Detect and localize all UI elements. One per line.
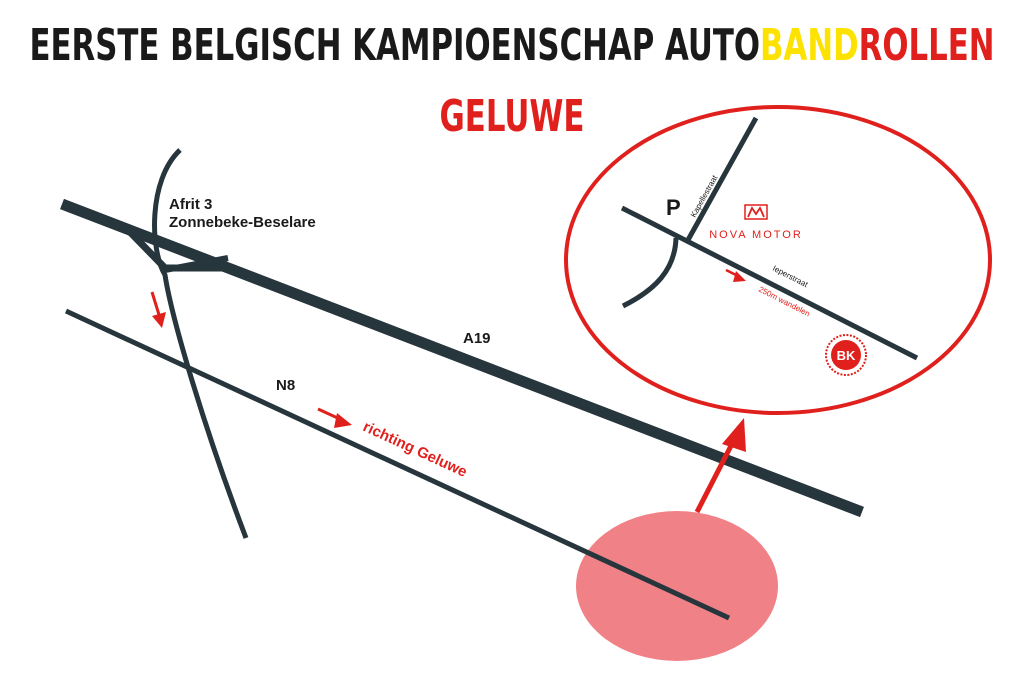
exit-ramp-link [164,255,229,273]
title-part-black: EERSTE BELGISCH KAMPIOENSCHAP [29,20,665,71]
street-kapellestraat [685,116,759,242]
title-part-band: BAND [760,20,859,71]
exit-label: Afrit 3 [169,196,212,213]
parking-label: P [666,195,681,220]
bk-badge-disc [831,340,861,370]
bk-badge-ring [825,334,867,376]
exit-arrow-icon [152,312,166,328]
bk-badge: BK [825,334,867,376]
local-road-north-south [152,148,249,539]
exit-name-label: Zonnebeke-Beselare [169,214,316,231]
street-ieperstraat [620,205,919,361]
destination-area [576,511,778,661]
road-label: N8 [276,377,295,394]
title-part-rollen: ROLLEN [859,20,995,71]
page-subtitle: GELUWE [440,91,585,142]
nova-motor-logo-mark [747,206,765,218]
direction-arrow-icon [334,413,352,428]
page-title: EERSTE BELGISCH KAMPIOENSCHAP AUTOBANDRO… [29,20,994,71]
inset-frame [564,105,992,415]
walk-arrow-icon [733,271,746,282]
bk-badge-text: BK [837,348,856,363]
title-part-auto: AUTO [665,20,760,71]
inset-pointer-icon [722,418,746,452]
inset-pointer-shaft [694,438,737,514]
highway-label: A19 [463,330,491,347]
highway-a19 [60,198,864,518]
nova-motor-name: NOVA MOTOR [709,229,803,241]
nova-motor-logo-icon [744,204,768,220]
exit-arrow-shaft [150,291,162,319]
street-curve [621,237,679,309]
nova-motor-logo: NOVA MOTOR [709,204,803,241]
road-n8 [64,308,731,621]
